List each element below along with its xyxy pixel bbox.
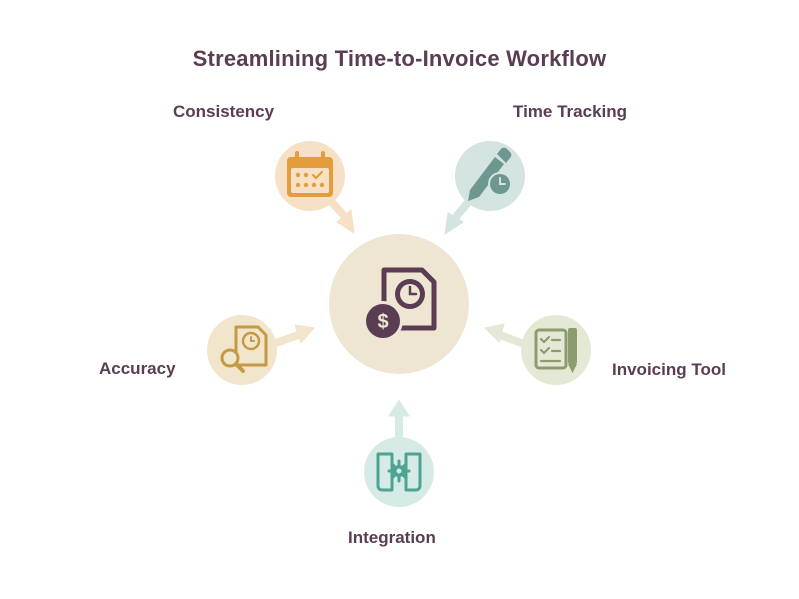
- pencil-clock-icon: [468, 147, 512, 201]
- center-hub: $: [329, 234, 469, 374]
- label-invoicing-tool: Invoicing Tool: [612, 360, 726, 379]
- arrow-accuracy: [272, 324, 315, 347]
- node-integration: [364, 437, 434, 507]
- document-search-icon: [220, 325, 268, 373]
- calendar-icon: [287, 151, 333, 197]
- label-time-tracking: Time Tracking: [513, 102, 628, 121]
- diagram-title: Streamlining Time-to-Invoice Workflow: [192, 46, 607, 71]
- arrow-time-tracking: [444, 196, 474, 236]
- gear-book-icon: [376, 452, 422, 492]
- label-accuracy: Accuracy: [99, 359, 176, 378]
- checklist-pen-icon: [534, 328, 577, 373]
- arrow-consistency: [326, 196, 355, 235]
- arrow-integration: [388, 399, 410, 444]
- node-invoicing-tool: [521, 315, 591, 385]
- invoice-clock-dollar-icon: $: [363, 267, 437, 341]
- node-time-tracking: [455, 141, 525, 211]
- node-consistency: [275, 141, 345, 211]
- node-accuracy: [207, 315, 277, 385]
- label-integration: Integration: [348, 528, 436, 547]
- svg-text:$: $: [377, 311, 388, 333]
- arrow-invoicing-tool: [483, 323, 528, 348]
- label-consistency: Consistency: [173, 102, 275, 121]
